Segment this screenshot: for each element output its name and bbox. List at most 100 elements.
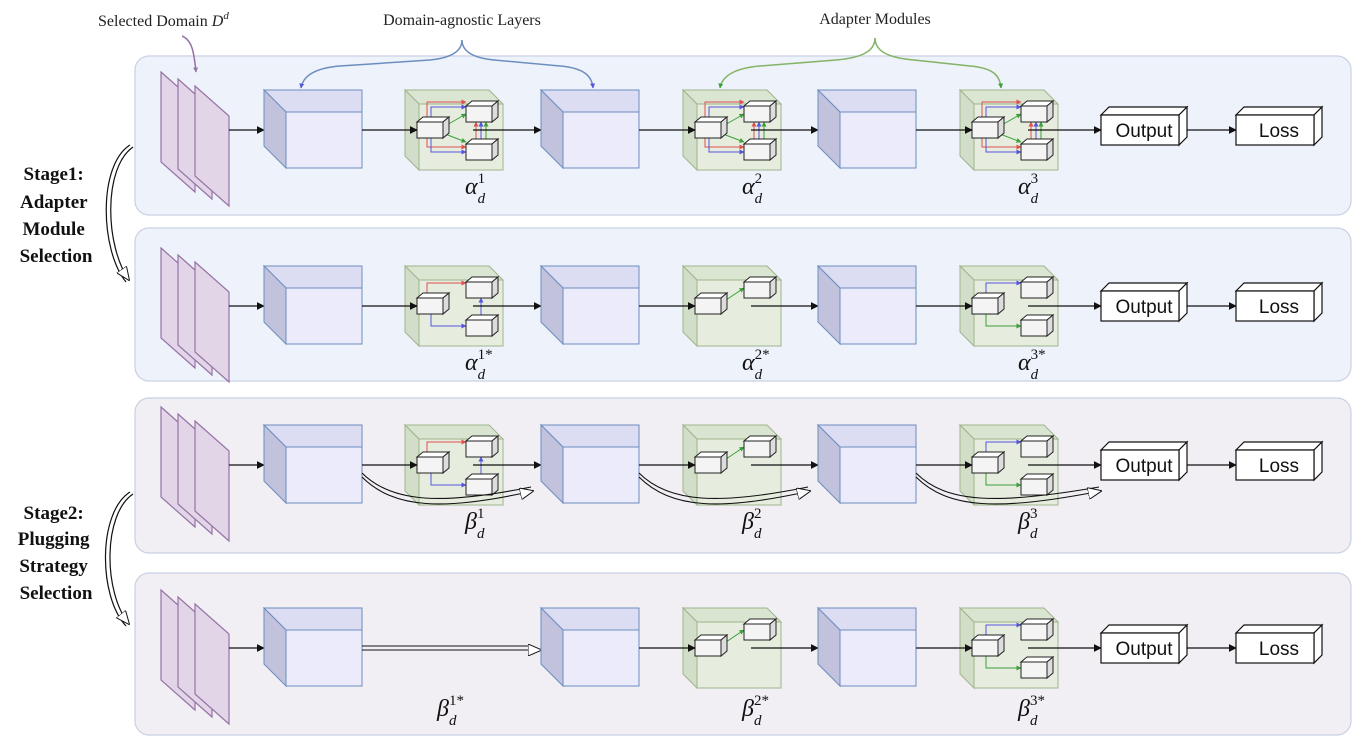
box-top (1099, 624, 1189, 634)
annotations: Selected Domain Dd Domain-agnostic Layer… (98, 10, 1004, 89)
loss-box-text: Loss (1259, 121, 1299, 142)
box-top (1234, 106, 1324, 116)
stage2-label: Stage2: Plugging Strategy Selection (18, 503, 95, 604)
greek-letter: α (742, 350, 755, 376)
box-front (416, 121, 444, 139)
adapter-box-left (693, 291, 729, 316)
domain-agnostic-layer-3 (816, 423, 917, 505)
cube-front (839, 446, 917, 504)
adapter-box-top (742, 275, 778, 300)
input-stack (160, 405, 230, 543)
adapter-box-top (1019, 275, 1055, 300)
adapter-box-left (970, 633, 1006, 658)
greek-sub: d (1030, 526, 1038, 542)
box-front (694, 297, 722, 315)
cube-front (562, 111, 640, 169)
greek-sup: 3 (1030, 506, 1038, 522)
box-front (465, 281, 493, 299)
domain-agnostic-layer-2 (539, 88, 640, 170)
green-path (722, 133, 745, 143)
adapter-box-top (742, 617, 778, 642)
blue-path (430, 314, 467, 329)
skip-connection-2 (638, 472, 810, 505)
green-path (985, 656, 1022, 671)
greek-letter: α (465, 350, 478, 376)
skip-line-b (361, 476, 533, 505)
adapter-box-left (693, 450, 729, 475)
cube-front (562, 287, 640, 345)
box-front (1020, 143, 1048, 161)
box-front (416, 297, 444, 315)
adapter-box-bottom (1019, 655, 1055, 680)
blue-path (708, 138, 745, 155)
loss-box: Loss (1234, 623, 1324, 665)
skip-line-b (915, 476, 1101, 505)
box-front (1020, 440, 1048, 458)
domain-agnostic-brace (299, 39, 596, 89)
adapter-module-3 (958, 88, 1060, 172)
box-front (1235, 632, 1315, 664)
box-front (1100, 632, 1180, 664)
greek-sup: 3* (1031, 347, 1046, 363)
greek-sup: 2 (754, 506, 762, 522)
domain-agnostic-layers-label: Domain-agnostic Layers (383, 12, 541, 29)
box-front (694, 121, 722, 139)
skip-line-a (361, 472, 532, 500)
box-front (1020, 281, 1048, 299)
greek-sub: d (1030, 713, 1038, 729)
adapter-module-1 (403, 88, 505, 172)
adapter-box-left (970, 450, 1006, 475)
adapter-modules-label: Adapter Modules (819, 11, 931, 28)
output-box: Output (1099, 440, 1189, 482)
greek-letter: α (1018, 174, 1031, 200)
domain-agnostic-layer-2 (539, 264, 640, 346)
adapter-module-2 (681, 606, 783, 690)
adapter-box-left (970, 115, 1006, 140)
input-layer-3 (194, 419, 230, 543)
greek-sup: 2* (755, 347, 770, 363)
cube-front (285, 287, 363, 345)
box-top (1099, 282, 1189, 292)
adapter-box-top (1019, 617, 1055, 642)
box-front (971, 297, 999, 315)
input-layer-3 (194, 84, 230, 208)
cube-front (285, 629, 363, 687)
domain-agnostic-layer-1 (262, 88, 363, 170)
red-path (981, 138, 1022, 150)
loss-box-text: Loss (1259, 297, 1299, 318)
greek-letter: α (465, 174, 478, 200)
greek-sup: 2 (755, 171, 763, 187)
box-front (465, 478, 493, 496)
greek-sup: 1 (477, 506, 485, 522)
greek-sup: 1* (478, 347, 493, 363)
box-front (1020, 319, 1048, 337)
blue-path (985, 138, 1022, 155)
skip-line-a (915, 472, 1100, 500)
stage1-transition-arrow (105, 144, 134, 283)
greek-sub: d (1031, 367, 1039, 383)
param-label-2: β2 d (741, 506, 762, 542)
greek-letter: β (741, 509, 754, 535)
adapter-box-bottom (464, 137, 500, 162)
adapter-modules-brace (718, 37, 1004, 89)
greek-sub: d (477, 526, 485, 542)
param-label-2: α2* d (742, 347, 770, 383)
domain-agnostic-layer-2 (539, 606, 640, 688)
greek-letter: β (741, 696, 754, 722)
red-path (981, 99, 1022, 122)
stage2-transition-arrow (104, 491, 134, 627)
output-box-text: Output (1115, 121, 1173, 142)
red-path (426, 138, 467, 150)
greek-sub: d (754, 526, 762, 542)
adapter-box-left (693, 115, 729, 140)
box-front (743, 105, 771, 123)
blue-path (430, 138, 467, 155)
greek-sub: d (755, 367, 763, 383)
